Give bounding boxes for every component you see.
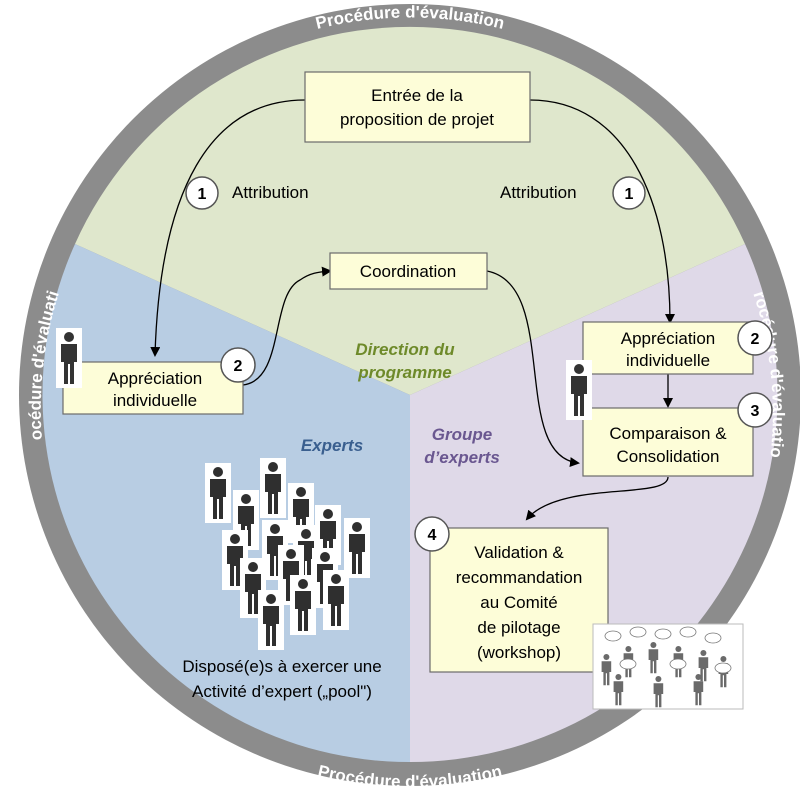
box-coordination-label: Coordination [360,262,456,281]
crowd-icon [205,458,370,650]
sector-label-experts: Experts [301,436,363,455]
arrow-coordination-to-comparaison [486,270,580,468]
box-validation-line2: recommandation [456,568,583,587]
speech-bubble [679,626,697,638]
pool-label-line1: Disposé(e)s à exercer une [182,657,381,676]
speech-bubble [704,632,722,644]
box-appreciation-right: Appréciation individuelle [582,321,754,375]
box-appreciation-left-line2: individuelle [113,391,197,410]
arrow-entry-to-appreciation-right [529,99,675,324]
svg-text:2: 2 [751,331,760,348]
speech-bubble [714,662,732,674]
box-entry-line1: Entrée de la [371,86,463,105]
box-validation-line5: (workshop) [477,643,561,662]
box-comparaison: Comparaison & Consolidation [582,407,754,477]
box-entry: Entrée de la proposition de projet [304,71,531,143]
attribution-label-left: Attribution [232,183,309,202]
svg-text:1: 1 [625,186,634,203]
pool-label-line2: Activité d’expert („pool") [192,682,372,701]
sector-label-groupe-line1: Groupe [432,425,492,444]
arrow-appreciation-to-coordination [242,266,332,386]
person-icon [56,328,82,388]
speech-bubble [669,658,687,670]
box-comparaison-line2: Consolidation [616,447,719,466]
speech-bubble [604,630,622,642]
flow-arrows [150,99,675,521]
box-validation-line3: au Comité [480,593,557,612]
box-appreciation-left: Appréciation individuelle [62,361,244,415]
box-appreciation-right-line1: Appréciation [621,329,716,348]
step-badge-2-right: 2 [737,320,773,356]
attribution-label-right: Attribution [500,183,577,202]
svg-text:4: 4 [428,527,437,544]
arrow-entry-to-appreciation-left [150,99,306,357]
box-entry-line2: proposition de projet [340,110,494,129]
speech-bubble [619,658,637,670]
speech-bubble [654,628,672,640]
box-validation-line4: de pilotage [477,618,560,637]
sector-label-direction-line1: Direction du [355,340,455,359]
box-validation: Validation & recommandation au Comité de… [429,527,609,673]
sector-direction [75,26,745,396]
sector-label-direction-line2: programme [357,363,452,382]
svg-text:3: 3 [751,403,760,420]
step-badge-3: 3 [737,392,773,428]
workshop-discussion-icon [592,623,744,710]
sector-label-groupe-line2: d’experts [424,448,500,467]
step-badge-4: 4 [414,516,450,552]
step-badge-1-right: 1 [612,176,646,210]
box-comparaison-line1: Comparaison & [609,424,727,443]
person-icon [566,360,592,420]
arrow-comparaison-to-validation [525,476,669,521]
box-appreciation-right-line2: individuelle [626,351,710,370]
box-coordination: Coordination [329,252,488,290]
box-appreciation-left-line1: Appréciation [108,369,203,388]
box-validation-line1: Validation & [474,543,564,562]
step-badge-2-left: 2 [220,347,256,383]
svg-text:2: 2 [234,358,243,375]
step-badge-1-left: 1 [185,176,219,210]
svg-text:1: 1 [198,186,207,203]
speech-bubble [629,626,647,638]
